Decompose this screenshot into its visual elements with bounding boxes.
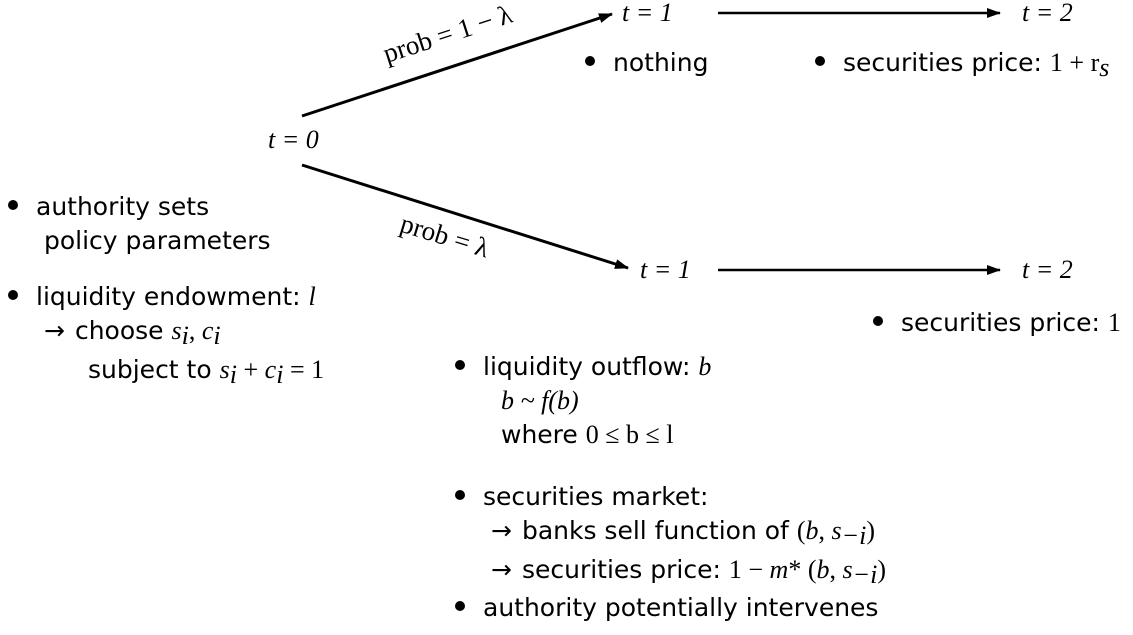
- arrow-icon: →: [491, 555, 512, 584]
- bullet-icon: [455, 490, 465, 500]
- bullet-icon: [455, 601, 465, 611]
- node-bottom-t1: t = 1: [640, 255, 691, 284]
- bottom-t2-note: securities price: 1: [873, 310, 1121, 336]
- bottom-t1-note-outflow: liquidity outflow: b b ~ f(b) where 0 ≤ …: [455, 350, 711, 452]
- bullet-icon: [8, 200, 18, 210]
- top-t1-note: nothing: [585, 50, 708, 75]
- bottom-t1-note-market: securities market: →banks sell function …: [455, 480, 886, 592]
- bullet-icon: [873, 316, 883, 326]
- t0-note-authority: authority sets policy parameters: [8, 190, 271, 258]
- top-t2-note: securities price: 1 + rs: [815, 50, 1109, 81]
- edge-t0-top-t1: [301, 12, 613, 118]
- bullet-icon: [815, 56, 825, 66]
- bullet-icon: [585, 56, 595, 66]
- bullet-icon: [8, 290, 18, 300]
- arrow-icon: →: [44, 316, 65, 345]
- bullet-icon: [455, 360, 465, 370]
- node-bottom-t2: t = 2: [1022, 255, 1073, 284]
- bottom-t1-note-intervene: authority potentially intervenes: [455, 595, 878, 620]
- arrow-icon: →: [491, 516, 512, 545]
- t0-note-endowment: liquidity endowment: l →choose si, ci su…: [8, 280, 324, 392]
- node-top-t2: t = 2: [1022, 0, 1073, 27]
- node-top-t1: t = 1: [622, 0, 673, 27]
- node-t0: t = 0: [268, 125, 319, 154]
- edge-t0-bottom-t1: [301, 163, 629, 270]
